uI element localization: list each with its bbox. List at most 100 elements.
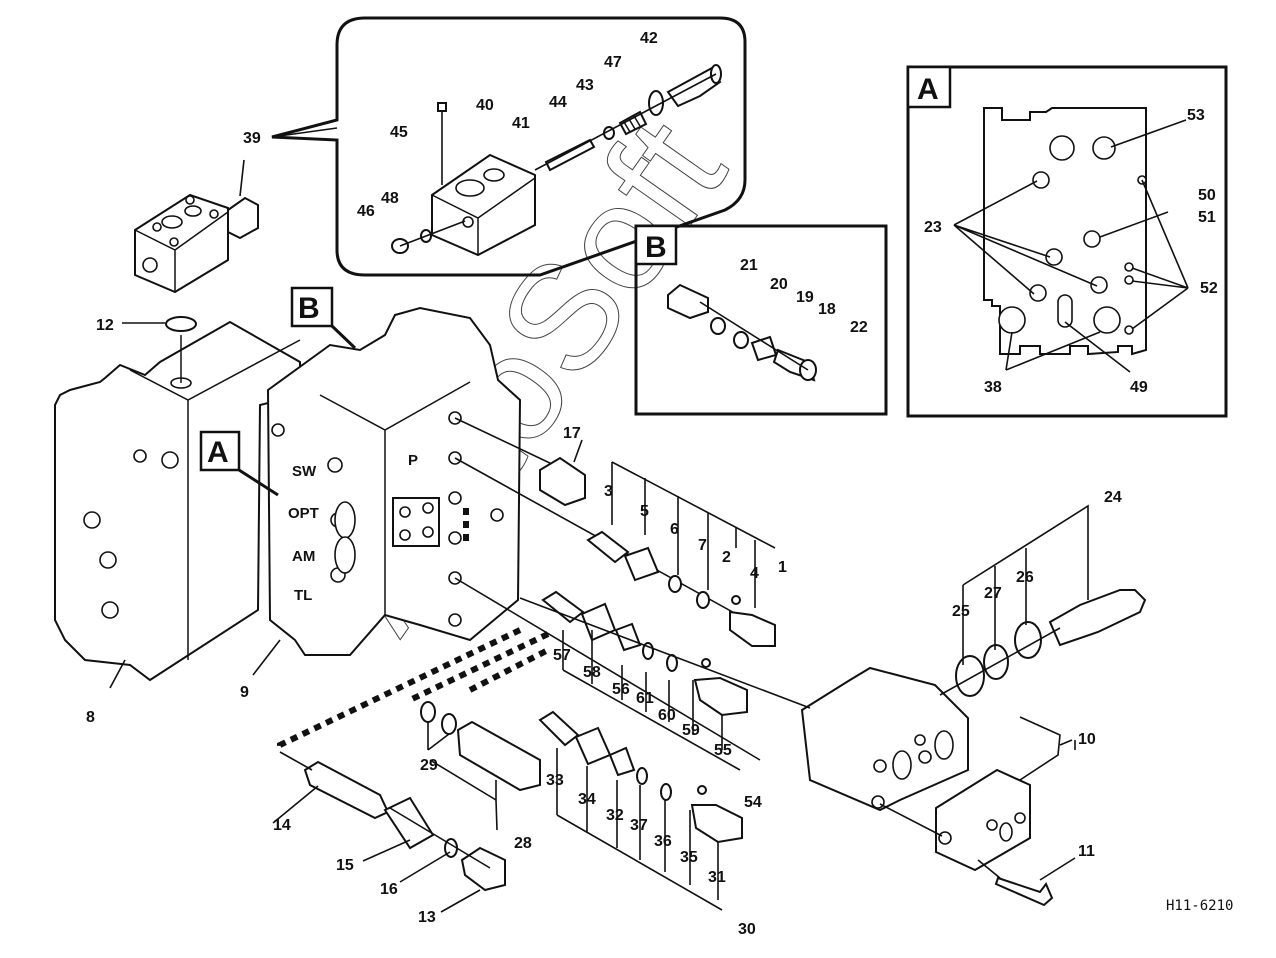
part-label-48: 48 (381, 190, 399, 207)
part-label-14: 14 (273, 817, 291, 834)
part-label-36: 36 (654, 833, 672, 850)
detail-39-inset (271, 16, 747, 277)
pilot-hose-dashed (277, 627, 550, 750)
part-label-7: 7 (698, 537, 707, 554)
part-label-16: 16 (380, 881, 398, 898)
spool-assembly-54 (454, 577, 761, 771)
plug-55 (693, 676, 748, 717)
part-label-43: 43 (576, 77, 594, 94)
part-label-26: 26 (1016, 569, 1034, 586)
part-label-28: 28 (514, 835, 532, 852)
o-ring-29b (441, 713, 457, 735)
part-label-58: 58 (583, 664, 601, 681)
part-label-39: 39 (243, 130, 261, 147)
part-label-53: 53 (1187, 107, 1205, 124)
part-label-37: 37 (630, 817, 648, 834)
part-label-35: 35 (680, 849, 698, 866)
pilot-valve-39 (134, 159, 259, 294)
part-label-22: 22 (850, 319, 868, 336)
o-ring-25 (955, 655, 985, 697)
sub-block-10 (935, 768, 1031, 872)
part-label-29: 29 (420, 757, 438, 774)
part-label-25: 25 (952, 603, 970, 620)
part-label-11: 11 (1078, 843, 1095, 860)
o-ring-12 (165, 316, 197, 332)
spring-34 (574, 726, 612, 766)
callout-b: B (290, 286, 357, 350)
spool-33 (538, 710, 580, 747)
spool-assembly-1 (454, 417, 776, 647)
spring-15 (383, 796, 435, 850)
part-label-57: 57 (553, 647, 571, 664)
spool-assembly-30 (538, 710, 743, 911)
plug-21 (667, 283, 709, 320)
part-label-34: 34 (578, 791, 596, 808)
port-label-opt: OPT (288, 505, 319, 522)
callout-a: A (199, 430, 279, 497)
spool-3 (586, 530, 630, 564)
port-label-p: P (408, 452, 418, 469)
part-label-54: 54 (744, 794, 762, 811)
part-label-49: 49 (1130, 379, 1148, 396)
part-label-46: 46 (357, 203, 375, 220)
part-label-40: 40 (476, 97, 494, 114)
o-ring-37 (636, 767, 648, 785)
part-label-10: 10 (1078, 731, 1096, 748)
part-number-labels: 1234567891011121314151617181920212223242… (86, 30, 1218, 938)
o-ring-6 (668, 575, 682, 593)
part-label-45: 45 (390, 124, 408, 141)
part-label-24: 24 (1104, 489, 1122, 506)
ball-59 (701, 658, 711, 668)
part-label-50: 50 (1198, 187, 1216, 204)
o-ring-29a (420, 701, 436, 723)
part-label-42: 42 (640, 30, 658, 47)
spring-5 (623, 546, 660, 582)
part-label-1: 1 (778, 559, 787, 576)
part-label-47: 47 (604, 54, 622, 71)
washer-7 (696, 591, 710, 609)
part-label-55: 55 (714, 742, 732, 759)
washer-20 (710, 317, 726, 335)
part-label-59: 59 (682, 722, 700, 739)
callout-a-tag: A (207, 436, 229, 469)
part-label-21: 21 (740, 257, 758, 274)
part-label-8: 8 (86, 709, 95, 726)
valve-section-9: SW OPT AM TL P (266, 306, 522, 656)
collar-56 (614, 622, 642, 652)
inset-b: B (634, 224, 888, 416)
part-label-12: 12 (96, 317, 114, 334)
plug-4 (729, 610, 776, 647)
part-label-20: 20 (770, 276, 788, 293)
part-label-51: 51 (1198, 209, 1216, 226)
spool-41 (544, 138, 596, 172)
plug-17 (539, 456, 586, 507)
part-label-5: 5 (640, 503, 649, 520)
leader-lines (109, 127, 1076, 913)
inset-b-tag: B (645, 231, 667, 264)
part-label-18: 18 (818, 301, 836, 318)
drawing-code: H11-6210 (1166, 898, 1233, 914)
part-label-2: 2 (722, 549, 731, 566)
collar-32 (608, 746, 636, 777)
part-label-6: 6 (670, 521, 679, 538)
pilot-block-40 (431, 153, 536, 257)
bolt-11 (994, 876, 1054, 907)
part-label-41: 41 (512, 115, 530, 132)
part-label-23: 23 (924, 219, 942, 236)
part-label-3: 3 (604, 483, 613, 500)
inset-a: A (906, 65, 1228, 418)
relief-cartridge-24 (939, 589, 1147, 697)
part-label-33: 33 (546, 772, 564, 789)
sleeve-28 (456, 720, 541, 792)
washer-36 (660, 783, 672, 801)
port-label-am: AM (292, 548, 315, 565)
valve-section-8 (54, 320, 301, 682)
part-label-17: 17 (563, 425, 581, 442)
part-label-31: 31 (708, 869, 726, 886)
part-label-9: 9 (240, 684, 249, 701)
part-label-32: 32 (606, 807, 624, 824)
inset-a-tag: A (917, 73, 939, 106)
plug-31 (690, 804, 743, 844)
spool-57 (541, 590, 585, 624)
